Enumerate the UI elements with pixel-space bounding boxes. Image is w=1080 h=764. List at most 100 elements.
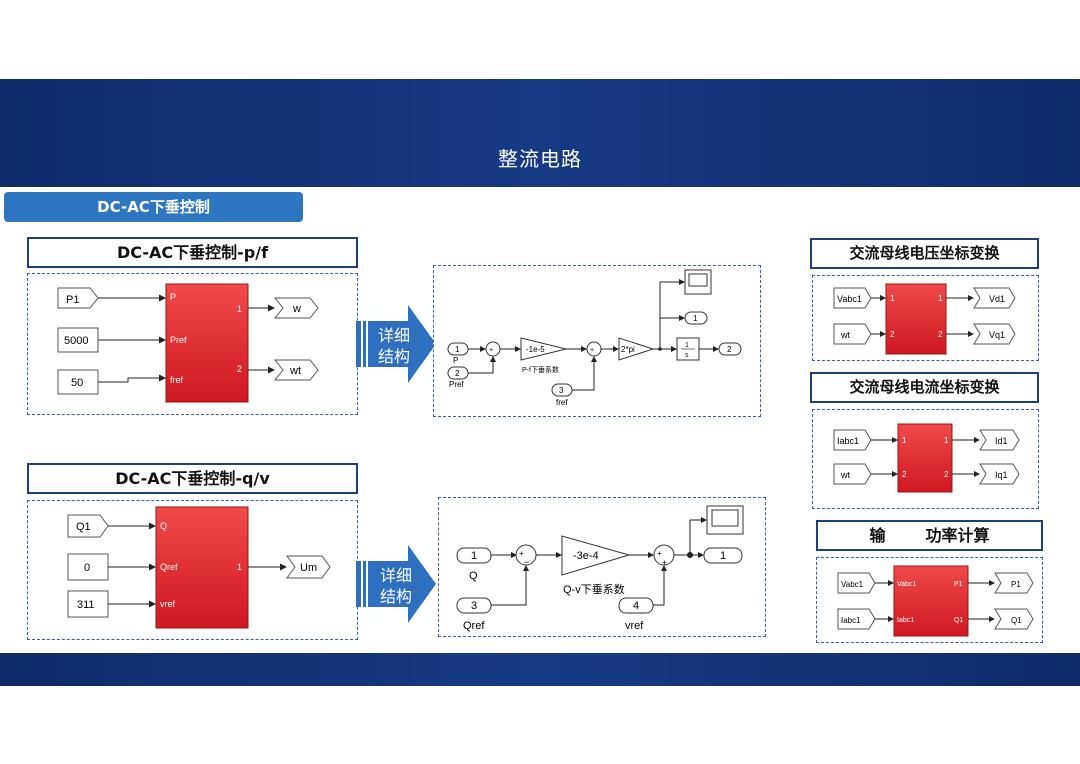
integrator-num: 1	[685, 342, 689, 349]
output-tag-iq1	[979, 463, 1020, 485]
output-um-label: Um	[300, 562, 317, 574]
port-2: 2	[902, 470, 907, 479]
input-tag-iabc1	[833, 429, 872, 451]
qv-subsystem-block[interactable]	[155, 506, 249, 629]
const-5000	[57, 327, 99, 353]
inport-pref-num: 2	[455, 369, 460, 378]
power-title-a: 输	[869, 526, 886, 545]
port-fref: fref	[170, 375, 184, 385]
input-tag-iabc1	[837, 608, 876, 630]
pf-block-diagram: P1 5000 50 P Pref fref 1 2 w wt	[57, 283, 319, 403]
arrow-text-2: 结构	[378, 348, 410, 366]
arrow-right-icon: 详细 结构	[356, 545, 436, 623]
volt-block-diagram: Vabc1 wt 1 2 1 2 Vd1 Vq1	[833, 283, 1016, 355]
port-qref: Qref	[160, 562, 178, 572]
gain-block[interactable]	[561, 535, 631, 576]
pf-subsystem-block[interactable]	[165, 283, 249, 403]
port-out1: 1	[237, 304, 242, 314]
const-0	[67, 553, 109, 581]
input-tag-q1	[67, 514, 109, 538]
port-p: P	[170, 292, 176, 302]
inport-p-num: 1	[455, 345, 460, 354]
output-id1-label: Id1	[995, 436, 1008, 446]
input-iabc1-label: Iabc1	[837, 436, 859, 446]
oport-2: 2	[938, 330, 943, 339]
qv-block-diagram: Q1 0 311 Q Qref vref 1 Um	[67, 506, 331, 629]
output-vd1-label: Vd1	[989, 294, 1005, 304]
integrator-den: s	[685, 352, 689, 359]
section-pill: DC-AC下垂控制	[4, 192, 303, 222]
footer-band	[0, 653, 1080, 686]
output-vq1-label: Vq1	[989, 330, 1005, 340]
output-tag-w	[273, 297, 319, 319]
inport-pref-label: Pref	[449, 380, 464, 389]
volt-transform-block[interactable]	[885, 283, 947, 355]
port-1: 1	[890, 294, 895, 303]
pf-panel-title: DC-AC下垂控制-p/f	[27, 237, 358, 268]
output-tag-vq1	[973, 323, 1016, 345]
inport-q-num: 1	[471, 550, 477, 562]
inport-q-label: Q	[469, 570, 478, 582]
volt-block-panel: Vabc1 wt 1 2 1 2 Vd1 Vq1	[812, 275, 1039, 361]
qv-detail-arrow[interactable]: 详细 结构	[356, 545, 438, 623]
curr-transform-block[interactable]	[897, 423, 953, 493]
arrow-text-1: 详细	[378, 327, 410, 345]
svg-text:+: +	[519, 549, 524, 558]
input-tag-wt	[833, 463, 872, 485]
oport-p1: P1	[954, 581, 963, 588]
const-50-label: 50	[71, 377, 83, 389]
gain-block-1[interactable]	[520, 337, 567, 361]
inport-vref-label: vref	[625, 620, 644, 632]
page-title: 整流电路	[498, 147, 582, 171]
const-311-label: 311	[77, 599, 95, 611]
arrow-text-1: 详细	[380, 567, 412, 585]
qv-block-panel: Q1 0 311 Q Qref vref 1 Um	[27, 500, 358, 640]
curr-block-panel: Iabc1 wt 1 2 1 2 Id1 Iq1	[812, 409, 1039, 509]
port-q: Q	[160, 521, 167, 531]
input-tag-wt	[833, 323, 872, 345]
pf-detail-panel: 1 P 2 Pref + -1e-5 P-f下垂系数 + 3 fref 2*pi…	[433, 265, 761, 417]
input-wt-label: wt	[840, 470, 850, 480]
power-calc-block[interactable]	[893, 565, 969, 637]
input-q1-label: Q1	[76, 521, 91, 533]
gain1-label: P-f下垂系数	[522, 365, 559, 374]
port-out2: 2	[237, 364, 242, 374]
port-vabc1: Vabc1	[897, 581, 916, 588]
curr-panel-title: 交流母线电流坐标变换	[810, 372, 1039, 403]
gain-label: Q-v下垂系数	[563, 583, 625, 596]
inport-p-label: P	[453, 356, 458, 365]
arrow-text-2: 结构	[380, 588, 412, 606]
gain-block-2[interactable]	[618, 337, 655, 361]
inport-qref-num: 3	[471, 600, 477, 612]
curr-block-diagram: Iabc1 wt 1 2 1 2 Id1 Iq1	[833, 423, 1020, 493]
qv-panel-title: DC-AC下垂控制-q/v	[27, 463, 358, 494]
power-block-panel: Vabc1 Iabc1 Vabc1 Iabc1 P1 Q1 P1 Q1	[816, 557, 1043, 643]
svg-text:−: −	[524, 557, 529, 567]
oport-1: 1	[938, 294, 943, 303]
port-1: 1	[902, 436, 907, 445]
port-out: 1	[237, 562, 242, 572]
const-311	[67, 590, 109, 618]
pf-detail-arrow[interactable]: 详细 结构	[356, 305, 438, 383]
output-wt-label: wt	[289, 365, 301, 377]
power-block-diagram: Vabc1 Iabc1 Vabc1 Iabc1 P1 Q1 P1 Q1	[837, 565, 1034, 637]
header-band	[0, 79, 1080, 187]
input-p1-label: P1	[66, 294, 79, 306]
input-tag-vabc1	[837, 572, 876, 594]
output-w-label: w	[292, 303, 301, 315]
input-iabc1-label: Iabc1	[841, 616, 861, 625]
qv-detail-panel: 1 Q 3 Qref + − -3e-4 Q-v下垂系数 + + 4 vref …	[438, 497, 766, 637]
outport-1-num: 1	[720, 550, 726, 562]
gain1-value: -1e-5	[526, 345, 545, 354]
port-iabc1: Iabc1	[897, 617, 914, 624]
outport-2	[718, 342, 742, 356]
outport-1	[684, 311, 708, 325]
output-tag-q1	[994, 608, 1034, 630]
input-tag-vabc1	[833, 287, 872, 309]
outport-1-num: 1	[693, 314, 698, 323]
gain-value: -3e-4	[573, 550, 599, 562]
gain2-value: 2*pi	[621, 345, 635, 354]
inport-fref-num: 3	[559, 386, 564, 395]
port-pref: Pref	[170, 335, 187, 345]
power-title-b: 功率计算	[925, 526, 990, 545]
